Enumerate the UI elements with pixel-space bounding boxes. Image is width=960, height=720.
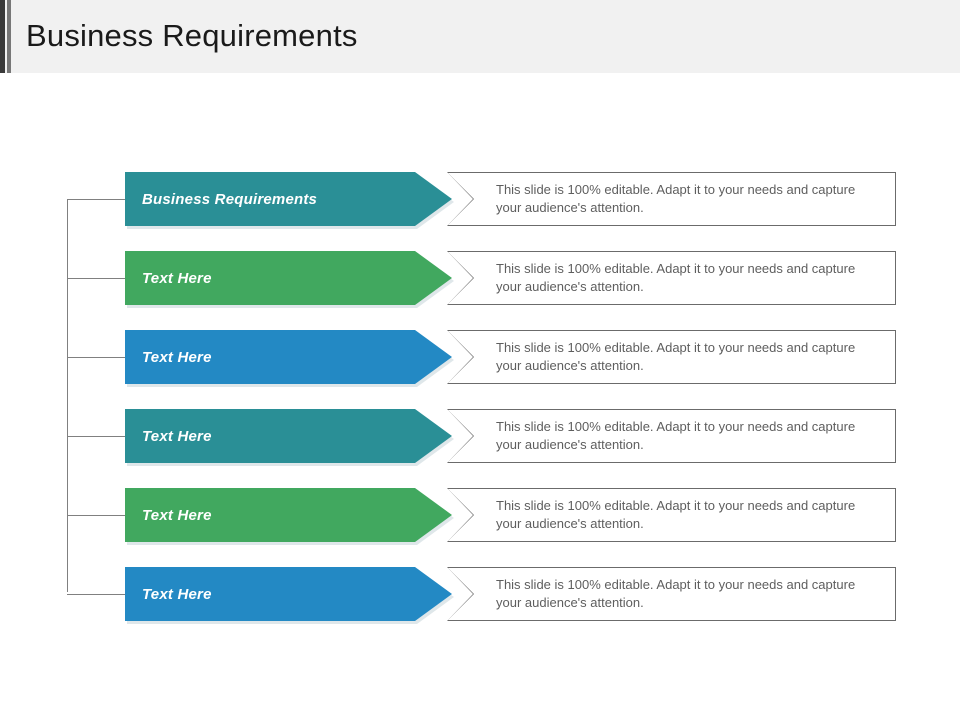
arrow-shape[interactable]: Text Here: [125, 409, 452, 463]
arrow-label: Text Here: [142, 269, 212, 287]
description-box[interactable]: This slide is 100% editable. Adapt it to…: [447, 409, 896, 463]
description-box-fill: [448, 331, 895, 383]
slide-header: Business Requirements: [0, 0, 960, 73]
arrow-shape[interactable]: Text Here: [125, 330, 452, 384]
description-text: This slide is 100% editable. Adapt it to…: [496, 340, 856, 373]
description-text: This slide is 100% editable. Adapt it to…: [496, 261, 856, 294]
connector-branch-line: [67, 436, 125, 437]
description-text: This slide is 100% editable. Adapt it to…: [496, 577, 856, 610]
arrow-label: Text Here: [142, 427, 212, 445]
description-text: This slide is 100% editable. Adapt it to…: [496, 419, 856, 452]
description-box[interactable]: This slide is 100% editable. Adapt it to…: [447, 172, 896, 226]
description-box-fill: [448, 568, 895, 620]
connector-branch-line: [67, 199, 125, 200]
connector-branch-line: [67, 515, 125, 516]
arrow-shape[interactable]: Business Requirements: [125, 172, 452, 226]
arrow-label: Text Here: [142, 348, 212, 366]
description-box-fill: [448, 489, 895, 541]
diagram-row: Text Here This slide is 100% editable. Ad…: [0, 251, 960, 308]
diagram-row: Text Here This slide is 100% editable. Ad…: [0, 567, 960, 624]
description-text: This slide is 100% editable. Adapt it to…: [496, 182, 856, 215]
diagram-row: Business Requirements This slide is 100% …: [0, 172, 960, 229]
arrow-shape[interactable]: Text Here: [125, 488, 452, 542]
description-box[interactable]: This slide is 100% editable. Adapt it to…: [447, 330, 896, 384]
description-text: This slide is 100% editable. Adapt it to…: [496, 498, 856, 531]
connector-branch-line: [67, 357, 125, 358]
diagram-row: Text Here This slide is 100% editable. Ad…: [0, 330, 960, 387]
description-box-fill: [448, 252, 895, 304]
diagram-row: Text Here This slide is 100% editable. Ad…: [0, 488, 960, 545]
arrow-label: Text Here: [142, 585, 212, 603]
connector-trunk-line: [67, 199, 68, 592]
description-box[interactable]: This slide is 100% editable. Adapt it to…: [447, 488, 896, 542]
connector-branch-line: [67, 594, 125, 595]
description-box-fill: [448, 173, 895, 225]
header-accent-bar-light: [7, 0, 11, 73]
header-accent-bar-dark: [0, 0, 5, 73]
diagram-row: Text Here This slide is 100% editable. Ad…: [0, 409, 960, 466]
connector-branch-line: [67, 278, 125, 279]
arrow-shape[interactable]: Text Here: [125, 567, 452, 621]
page-title: Business Requirements: [26, 18, 358, 53]
description-box-fill: [448, 410, 895, 462]
arrow-label: Text Here: [142, 506, 212, 524]
description-box[interactable]: This slide is 100% editable. Adapt it to…: [447, 251, 896, 305]
arrow-label: Business Requirements: [142, 190, 318, 208]
description-box[interactable]: This slide is 100% editable. Adapt it to…: [447, 567, 896, 621]
arrow-shape[interactable]: Text Here: [125, 251, 452, 305]
